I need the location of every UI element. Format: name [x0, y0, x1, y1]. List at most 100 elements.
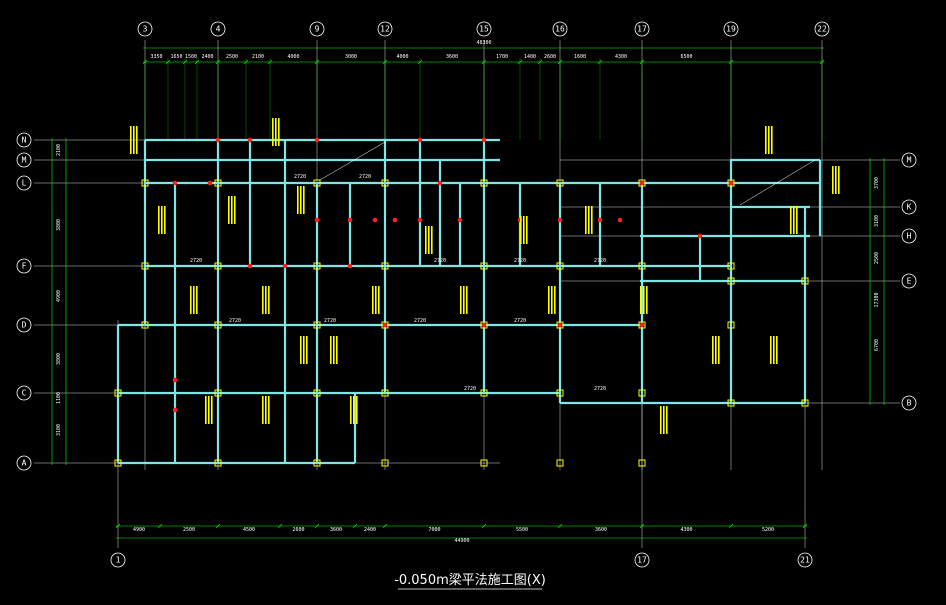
axis-label: 1 [116, 556, 121, 565]
annotation-line [205, 396, 207, 424]
column [381, 321, 389, 329]
axis-bubble: M [16, 152, 32, 168]
beam-annotation [205, 396, 213, 424]
beam-annotation [262, 396, 270, 424]
annotation-line [431, 226, 433, 254]
annotation-line [771, 126, 773, 154]
beam-label: 2720 [324, 318, 336, 324]
annotation-line [130, 126, 132, 154]
dim-bottom-segment: 4900 [133, 527, 145, 533]
dim-tick [382, 523, 388, 529]
axis-bubble: D [16, 317, 32, 333]
annotation-line [265, 286, 267, 314]
beam-annotation [300, 336, 308, 364]
axis-bubble: A [16, 455, 32, 471]
column [556, 179, 564, 187]
axis-bubble: 1 [110, 552, 126, 568]
beam-label: 2720 [434, 258, 446, 264]
dim-bottom-segment: 5200 [762, 527, 774, 533]
column [381, 389, 389, 397]
beam-label: 2720 [514, 258, 526, 264]
dim-tick [639, 523, 645, 529]
axis-circle [110, 552, 126, 568]
annotation-line [268, 286, 270, 314]
dim-right-segment: 2500 [874, 252, 880, 264]
column [556, 459, 564, 467]
axis-circle [901, 395, 917, 411]
axis-label: M [22, 156, 27, 165]
axis-circle [901, 199, 917, 215]
annotation-line [715, 336, 717, 364]
axis-circle [16, 455, 32, 471]
axis-label: 19 [726, 25, 736, 34]
annotation-line [336, 336, 338, 364]
dim-top-total: 48300 [476, 40, 491, 46]
annotation-line [133, 126, 135, 154]
dim-tick [115, 523, 121, 529]
beam-label: 2720 [229, 318, 241, 324]
beam-node [457, 217, 463, 223]
annotation-line [520, 216, 522, 244]
column [727, 277, 735, 285]
dim-bottom-segment: 2500 [183, 527, 195, 533]
dim-bottom-segment: 2600 [292, 527, 304, 533]
axis-bubble: L [16, 175, 32, 191]
annotation-line [333, 336, 335, 364]
annotation-line [297, 186, 299, 214]
annotation-line [523, 216, 525, 244]
dim-top-segment: 2500 [226, 54, 238, 60]
beam-annotation [770, 336, 778, 364]
beam-node [172, 377, 178, 383]
beam-annotation [350, 396, 358, 424]
axis-bubble: 12 [377, 21, 393, 37]
annotation-line [164, 206, 166, 234]
column [801, 277, 809, 285]
annotation-line [585, 206, 587, 234]
column [381, 459, 389, 467]
axis-label: F [22, 262, 27, 271]
annotation-line [793, 206, 795, 234]
beam-annotation [272, 118, 280, 146]
annotation-line [275, 118, 277, 146]
beam-annotation [372, 286, 380, 314]
axis-label: 12 [380, 25, 390, 34]
axis-label: 22 [817, 25, 827, 34]
column [381, 179, 389, 187]
dim-tick [277, 523, 283, 529]
axis-label: 3 [143, 25, 148, 34]
column [638, 321, 646, 329]
axis-label: 15 [479, 25, 489, 34]
column [638, 459, 646, 467]
beam-label: 2720 [294, 174, 306, 180]
dim-left-segment: 3100 [56, 424, 62, 436]
dim-top-segment: 3600 [446, 54, 458, 60]
dim-left-segment: 3800 [56, 219, 62, 231]
axis-label: 16 [555, 25, 565, 34]
annotation-line [770, 336, 772, 364]
column [141, 262, 149, 270]
axis-circle [309, 21, 325, 37]
beam-annotation [330, 336, 338, 364]
dim-top-segment: 1400 [524, 54, 536, 60]
beam-node [697, 233, 703, 239]
axis-label: M [907, 156, 912, 165]
annotation-line [208, 396, 210, 424]
annotation-line [193, 286, 195, 314]
beam-node [617, 217, 623, 223]
annotation-line [548, 286, 550, 314]
annotation-line [356, 396, 358, 424]
axis-label: A [22, 459, 27, 468]
annotation-line [350, 396, 352, 424]
beam-node [172, 180, 178, 186]
axis-circle [901, 228, 917, 244]
beam-label: 2720 [464, 386, 476, 392]
column [480, 179, 488, 187]
beam-annotation [158, 206, 166, 234]
annotation-line [262, 396, 264, 424]
column [313, 321, 321, 329]
column [480, 389, 488, 397]
beam-node [481, 322, 487, 328]
axis-bubble: M [901, 152, 917, 168]
dim-left-segment: 2100 [56, 144, 62, 156]
